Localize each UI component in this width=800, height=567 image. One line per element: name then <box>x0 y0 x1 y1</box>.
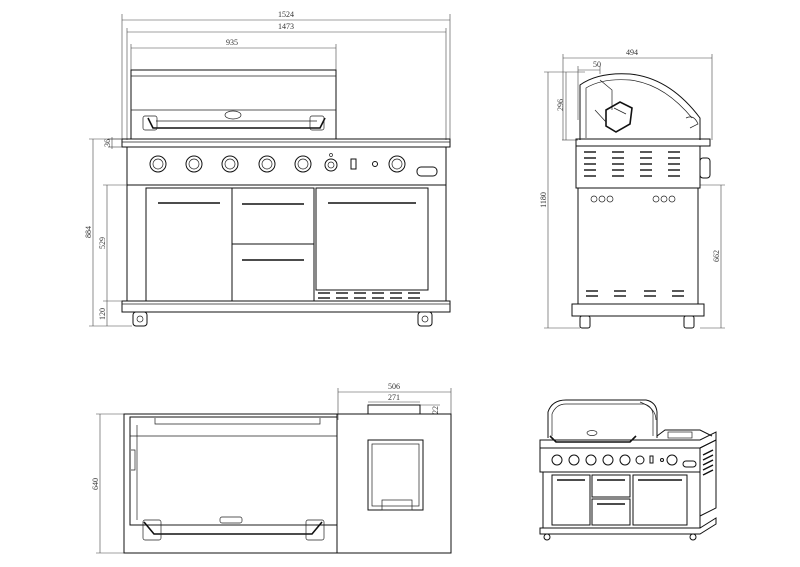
dim-total-width-label: 1524 <box>278 10 294 19</box>
dim-base-height: 120 <box>98 301 108 326</box>
dim-overall-depth-label: 640 <box>91 478 100 490</box>
brand-badge <box>416 166 438 177</box>
burner-knob-4 <box>258 155 276 173</box>
front-view: 1524 1473 935 <box>84 10 451 327</box>
dim-handle-offset-label: 50 <box>593 60 601 69</box>
dim-burner-edge: 22 <box>420 404 440 415</box>
dim-burner-depth-label: 506 <box>388 382 400 391</box>
top-outline <box>123 413 452 554</box>
burner-knob-1 <box>149 155 167 173</box>
dim-burner-width-label: 271 <box>388 393 400 402</box>
dim-lower-height: 662 <box>700 184 725 329</box>
dim-hood-width: 935 <box>130 38 337 110</box>
side-body <box>571 138 711 329</box>
caster-left <box>132 311 148 327</box>
top-hood <box>129 416 338 541</box>
ignition-switch <box>350 158 357 170</box>
side-caster-left <box>579 315 591 329</box>
side-vents-lower <box>586 290 684 297</box>
perspective-view <box>539 399 717 541</box>
top-view: 506 271 22 640 <box>91 382 452 554</box>
dim-top-thickness-label: 36 <box>103 139 112 147</box>
dim-handle-offset: 50 <box>577 60 601 120</box>
dim-hood-height: 296 <box>556 71 585 141</box>
dim-base-height-label: 120 <box>98 308 107 320</box>
dim-body-width-label: 1473 <box>278 22 294 31</box>
side-holes <box>590 195 676 203</box>
indicator-light <box>372 161 378 167</box>
dim-cabinet-height: 529 <box>98 184 127 302</box>
dim-hood-width-label: 935 <box>226 38 238 47</box>
dim-cabinet-height-label: 529 <box>98 237 107 249</box>
dim-lid-open-height: 1180 <box>539 71 580 329</box>
dim-lid-open-height-label: 1180 <box>539 192 548 208</box>
side-view: 494 50 296 1180 662 <box>539 48 725 329</box>
side-caster-right <box>683 315 695 329</box>
burner-knob-3 <box>221 155 239 173</box>
caster-right <box>417 311 433 327</box>
dim-depth-label: 494 <box>626 48 638 57</box>
dim-burner-width: 271 <box>368 393 420 403</box>
dim-depth: 494 <box>562 48 713 140</box>
side-vents-upper <box>584 151 680 177</box>
side-burner-knob <box>324 153 338 172</box>
front-base <box>121 300 451 327</box>
top-side-burner <box>336 404 424 553</box>
dim-overall-depth: 640 <box>91 413 124 554</box>
front-vents <box>318 292 420 299</box>
front-hood <box>130 69 337 140</box>
front-countertop <box>121 138 451 148</box>
side-knob-profile <box>699 157 711 179</box>
dim-total-height: 884 <box>84 138 132 327</box>
dim-total-width: 1524 <box>121 10 451 140</box>
side-open-lid <box>579 73 701 140</box>
control-panel <box>126 146 447 186</box>
burner-knob-2 <box>185 155 203 173</box>
burner-knob-5 <box>294 155 312 173</box>
dim-burner-edge-label: 22 <box>431 406 440 414</box>
dim-body-width: 1473 <box>126 22 447 140</box>
rotisserie-knob <box>388 155 406 173</box>
dim-total-height-label: 884 <box>84 226 93 238</box>
dim-lower-height-label: 662 <box>712 250 721 262</box>
front-cabinet <box>126 184 447 302</box>
dim-hood-height-label: 296 <box>556 99 565 111</box>
